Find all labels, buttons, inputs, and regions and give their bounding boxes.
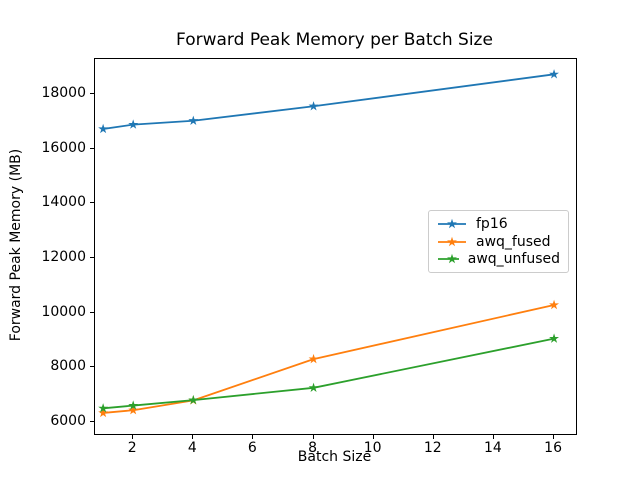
awq_unfused-data-marker xyxy=(128,400,139,410)
legend-entry-awq_fused: awq_fused xyxy=(437,234,560,250)
x-tick-label: 12 xyxy=(423,440,442,456)
y-axis-label-text: Forward Peak Memory (MB) xyxy=(8,148,24,342)
awq_fused-series-line xyxy=(103,304,555,414)
x-tick-mark xyxy=(492,435,494,439)
y-tick-label: 14000 xyxy=(41,194,86,211)
fp16-data-marker xyxy=(188,115,199,125)
x-tick-mark xyxy=(312,435,314,439)
awq_fused-data-marker xyxy=(308,353,319,364)
x-tick-mark xyxy=(252,435,254,439)
legend-entry-fp16: fp16 xyxy=(437,216,560,232)
legend-label: fp16 xyxy=(476,216,508,232)
x-tick-label: 14 xyxy=(483,440,502,456)
y-tick-mark xyxy=(90,366,94,368)
fp16-legend-marker-icon xyxy=(438,218,466,229)
x-tick-label: 8 xyxy=(308,440,318,456)
awq_fused-legend-marker-icon xyxy=(438,236,466,246)
y-tick-mark xyxy=(90,421,94,422)
awq_fused-data-marker xyxy=(98,407,109,418)
fp16-data-marker xyxy=(308,101,319,111)
awq_unfused-data-marker xyxy=(308,382,319,393)
data-lines-canvas xyxy=(98,69,559,418)
fp16-data-marker xyxy=(549,69,559,79)
x-tick-mark xyxy=(553,435,555,439)
legend-label: awq_unfused xyxy=(467,251,560,267)
y-tick-label: 16000 xyxy=(41,139,86,156)
legend-label: awq_fused xyxy=(476,233,551,250)
x-tick-mark xyxy=(432,435,434,439)
y-tick-label: 18000 xyxy=(41,85,86,101)
y-tick-mark xyxy=(90,311,94,313)
y-tick-label: 10000 xyxy=(41,303,86,320)
x-tick-label: 6 xyxy=(247,440,257,456)
awq_fused-data-marker xyxy=(128,405,139,415)
y-tick-label: 6000 xyxy=(50,413,86,429)
awq_unfused-data-marker xyxy=(549,333,559,343)
awq_unfused-data-marker xyxy=(188,394,199,405)
awq_fused-data-marker xyxy=(549,299,559,310)
y-tick-mark xyxy=(90,257,94,258)
awq_unfused-data-marker xyxy=(98,403,109,413)
x-tick-label: 10 xyxy=(363,440,382,456)
fp16-series-line xyxy=(102,73,555,130)
x-axis-label: Batch Size xyxy=(297,449,372,465)
y-tick-mark xyxy=(90,93,94,94)
y-tick-mark xyxy=(90,202,94,204)
legend-entry-awq_unfused: awq_unfused xyxy=(437,251,560,267)
y-tick-mark xyxy=(90,147,94,149)
awq_unfused-legend-marker-icon xyxy=(438,253,459,264)
y-tick-label: 8000 xyxy=(50,358,86,375)
chart-title: Forward Peak Memory per Batch Size xyxy=(176,30,493,50)
x-tick-label: 16 xyxy=(544,440,562,456)
x-tick-mark xyxy=(132,435,134,439)
x-tick-label: 2 xyxy=(127,440,137,456)
x-tick-label: 4 xyxy=(187,440,197,456)
fp16-data-marker xyxy=(98,123,109,134)
fp16-data-marker xyxy=(128,119,139,129)
y-tick-label: 12000 xyxy=(41,249,86,265)
awq_unfused-series-line xyxy=(103,337,555,410)
x-tick-mark xyxy=(372,435,374,439)
x-tick-mark xyxy=(192,435,194,439)
